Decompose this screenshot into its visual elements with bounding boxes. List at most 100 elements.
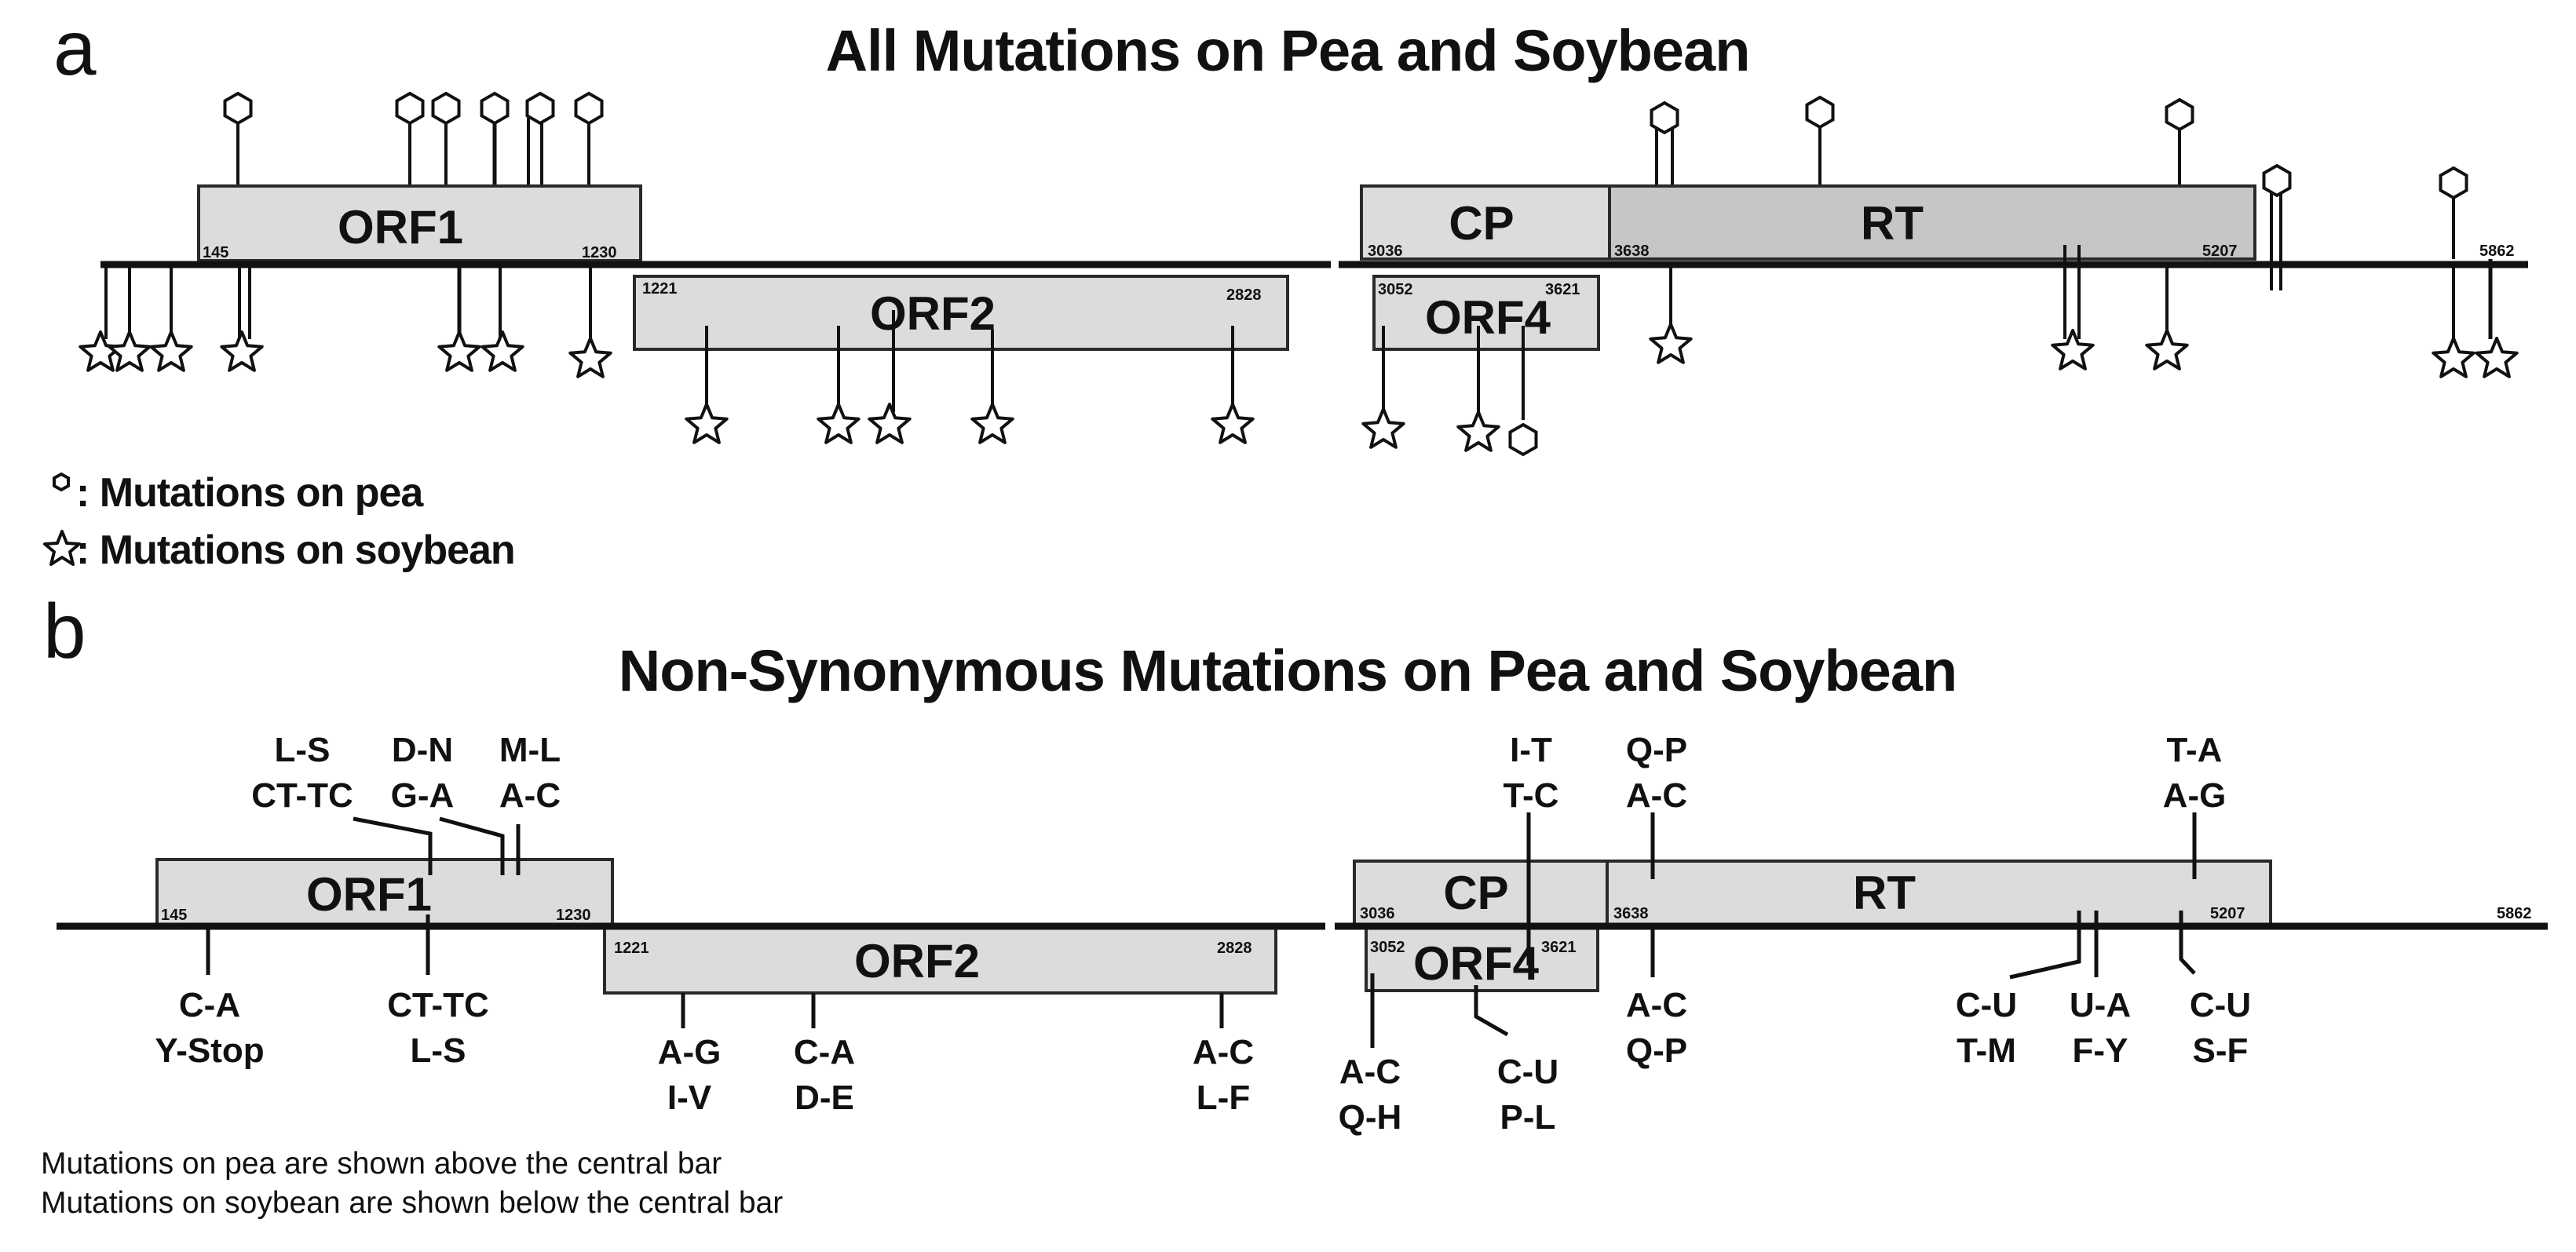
gene-name-cp-b: CP bbox=[1443, 867, 1508, 919]
gene-name-cp: CP bbox=[1449, 197, 1514, 250]
panel-b-label: b bbox=[43, 588, 86, 674]
legend-soybean-label: : Mutations on soybean bbox=[76, 527, 515, 573]
coord-orf1-start: 145 bbox=[203, 244, 228, 261]
soybean-mutation-nt-label: U-A bbox=[2070, 986, 2131, 1024]
coord-b-orf2-start: 1221 bbox=[614, 940, 649, 957]
gene-name-orf4: ORF4 bbox=[1425, 291, 1551, 344]
gene-name-orf1: ORF1 bbox=[338, 201, 463, 254]
panel-b-title: Non-Synonymous Mutations on Pea and Soyb… bbox=[619, 638, 1957, 703]
soybean-mutation-aa-label: T-M bbox=[1957, 1031, 2016, 1070]
pea-mutation-aa-label: L-S bbox=[275, 731, 331, 769]
soybean-connectors bbox=[206, 911, 2196, 1048]
coord-orf2-start: 1221 bbox=[642, 280, 678, 297]
pea-connectors bbox=[353, 812, 2197, 965]
gene-name-rt-b: RT bbox=[1853, 867, 1916, 919]
coord-b-rt-end: 5207 bbox=[2210, 905, 2245, 922]
pea-mutation-nt-label: T-C bbox=[1504, 776, 1559, 815]
coord-rt-end: 5207 bbox=[2202, 243, 2238, 260]
soybean-mutation-star-icon bbox=[970, 403, 1014, 444]
pea-mutation-nt-label: A-C bbox=[499, 776, 561, 815]
pea-mutation-hexagon-icon bbox=[1508, 422, 1538, 457]
soybean-mutation-star-icon bbox=[220, 330, 264, 372]
pea-mutation-hexagon-icon bbox=[2165, 97, 2194, 132]
panel-a-label: a bbox=[53, 5, 97, 91]
pea-mutation-aa-label: Q-P bbox=[1626, 731, 1687, 769]
gene-box-orf4 bbox=[1372, 275, 1600, 351]
gene-box-orf2 bbox=[633, 275, 1289, 351]
soybean-mutation-star-icon bbox=[1361, 407, 1405, 449]
pea-mutation-hexagon-icon bbox=[1650, 100, 1679, 135]
pea-mutation-nt-label: G-A bbox=[391, 776, 455, 815]
soybean-mutation-nt-label: A-C bbox=[1193, 1033, 1254, 1071]
pea-mutation-aa-label: I-T bbox=[1510, 731, 1552, 769]
soybean-mutation-nt-label: C-U bbox=[1497, 1053, 1558, 1091]
coord-orf4-end: 3621 bbox=[1545, 281, 1580, 298]
soybean-mutation-nt-label: A-C bbox=[1339, 1053, 1401, 1091]
coord-orf4-start: 3052 bbox=[1378, 281, 1413, 298]
coord-orf1-end: 1230 bbox=[582, 244, 617, 261]
panel-b: b Non-Synonymous Mutations on Pea and So… bbox=[43, 588, 2548, 1048]
coord-orf2-end: 2828 bbox=[1226, 287, 1262, 304]
panel-a: a All Mutations on Pea and Soybean bbox=[53, 5, 2528, 420]
soybean-mutation-star-icon bbox=[1456, 411, 1500, 452]
gene-name-orf2-b: ORF2 bbox=[854, 935, 980, 987]
legend-hexagon-icon bbox=[53, 472, 70, 492]
pea-mutation-hexagon-icon bbox=[223, 91, 253, 126]
soybean-mutation-stems bbox=[104, 245, 2493, 420]
soybean-mutation-star-icon bbox=[2432, 337, 2476, 378]
soybean-mutation-aa-label: S-F bbox=[2193, 1031, 2249, 1070]
gene-name-orf2: ORF2 bbox=[870, 287, 996, 340]
coord-b-cp-start: 3036 bbox=[1360, 905, 1395, 922]
soybean-mutation-aa-label: D-E bbox=[795, 1079, 854, 1117]
soybean-mutation-aa-label: P-L bbox=[1500, 1098, 1556, 1137]
coord-b-orf4-end: 3621 bbox=[1541, 939, 1577, 956]
pea-mutation-nt-label: A-G bbox=[2163, 776, 2227, 815]
coord-b-rt-start: 3638 bbox=[1613, 905, 1649, 922]
gene-name-rt: RT bbox=[1861, 197, 1924, 250]
pea-mutation-hexagon-icon bbox=[2262, 163, 2292, 198]
coord-b-orf2-end: 2828 bbox=[1217, 940, 1252, 957]
coord-b-genome-end: 5862 bbox=[2497, 905, 2532, 922]
pea-mutation-hexagon-icon bbox=[525, 91, 555, 126]
pea-mutation-hexagon-icon bbox=[2439, 166, 2468, 200]
soybean-mutation-aa-label: Q-P bbox=[1626, 1031, 1687, 1070]
pea-mutation-nt-label: A-C bbox=[1626, 776, 1687, 815]
soybean-mutation-star-icon bbox=[2051, 329, 2095, 370]
pea-mutation-aa-label: T-A bbox=[2167, 731, 2223, 769]
pea-mutation-labels: L-SCT-TCD-NG-AM-LA-CI-TT-CQ-PA-CT-AA-G bbox=[251, 731, 2226, 815]
soybean-mutation-star-icon bbox=[2475, 337, 2519, 378]
gene-box-cp-b bbox=[1353, 860, 1609, 927]
legend-pea-label: : Mutations on pea bbox=[76, 470, 424, 516]
footnote-soybean: Mutations on soybean are shown below the… bbox=[41, 1186, 783, 1220]
soybean-mutation-aa-label: L-S bbox=[411, 1031, 466, 1070]
soybean-mutation-aa-label: F-Y bbox=[2073, 1031, 2128, 1070]
soybean-mutation-nt-label: C-U bbox=[2190, 986, 2251, 1024]
pea-mutation-hexagon-icon bbox=[431, 91, 461, 126]
panel-a-title: All Mutations on Pea and Soybean bbox=[826, 18, 1750, 83]
gene-box-orf1 bbox=[197, 184, 642, 262]
coord-b-orf1-end: 1230 bbox=[556, 907, 591, 924]
soybean-mutation-star-icon bbox=[817, 403, 860, 444]
soybean-mutation-nt-label: CT-TC bbox=[387, 986, 489, 1024]
soybean-mutation-star-icon bbox=[1211, 403, 1255, 444]
gene-box-orf4-b bbox=[1365, 925, 1599, 992]
gene-box-rt-b bbox=[1606, 860, 2272, 927]
coord-b-orf4-start: 3052 bbox=[1370, 939, 1405, 956]
soybean-mutation-aa-label: Y-Stop bbox=[155, 1031, 264, 1070]
soybean-mutation-star-icon bbox=[149, 330, 193, 372]
soybean-mutation-star-icon bbox=[685, 403, 729, 444]
gene-name-orf1-b: ORF1 bbox=[306, 868, 432, 921]
coord-rt-start: 3638 bbox=[1614, 243, 1650, 260]
soybean-mutation-star-icon bbox=[108, 330, 152, 372]
soybean-mutation-star-icon bbox=[480, 330, 524, 372]
gene-name-orf4-b: ORF4 bbox=[1413, 937, 1540, 990]
pea-mutation-markers bbox=[223, 91, 2468, 457]
soybean-mutation-nt-label: C-A bbox=[179, 986, 240, 1024]
soybean-mutation-star-icon bbox=[437, 330, 481, 372]
soybean-mutation-aa-label: L-F bbox=[1197, 1079, 1250, 1117]
soybean-mutation-nt-label: C-U bbox=[1956, 986, 2017, 1024]
soybean-mutation-nt-label: A-G bbox=[658, 1033, 722, 1071]
soybean-mutation-aa-label: Q-H bbox=[1339, 1098, 1402, 1137]
